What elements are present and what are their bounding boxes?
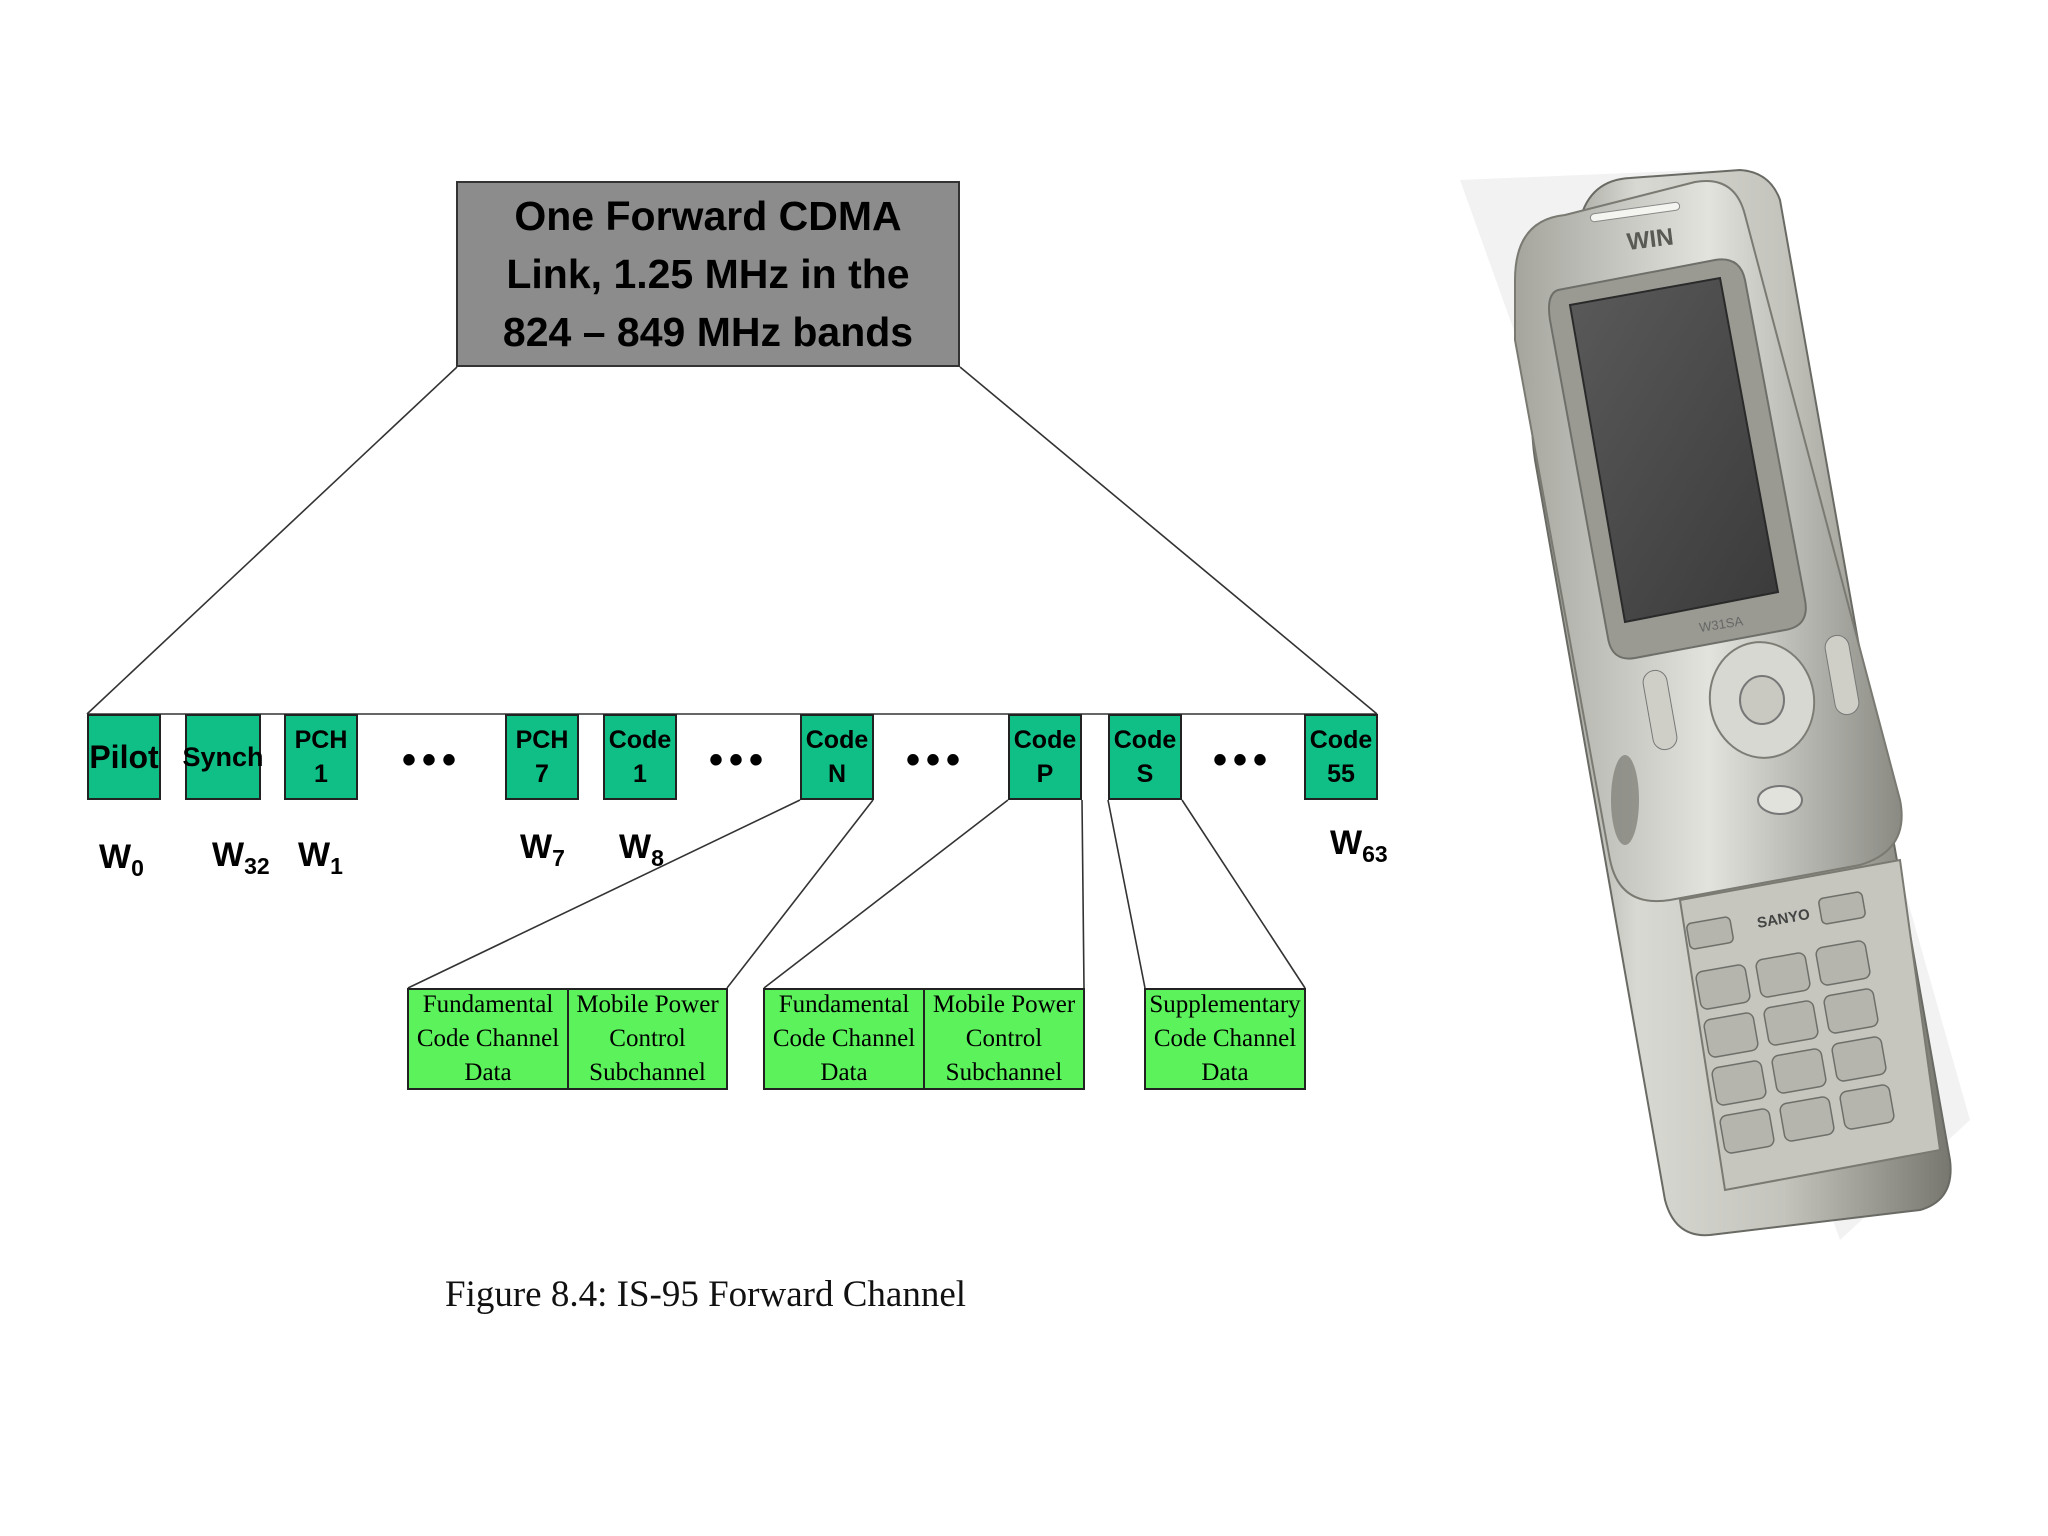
subchannel-line: Fundamental (778, 991, 910, 1018)
soft-key-left (1642, 669, 1678, 751)
channel-code-s: Code S (1108, 714, 1182, 800)
subchannel-line: Code Channel (1153, 1025, 1297, 1052)
channel-pch-1: PCH 1 (284, 714, 358, 800)
channel-code-55: Code 55 (1304, 714, 1378, 800)
walsh-index: 63 (1362, 841, 1388, 867)
walsh-label-w7: W7 (520, 828, 565, 872)
ellipsis-2: ••• (708, 738, 769, 782)
channel-label: PCH (294, 726, 348, 754)
channel-pch-7: PCH 7 (505, 714, 579, 800)
subchannel-fundamental-p: Fundamental Code Channel Data (763, 988, 925, 1090)
forward-link-box: One Forward CDMA Link, 1.25 MHz in the 8… (456, 181, 960, 367)
model-label: W31SA (1698, 613, 1744, 635)
walsh-index: 32 (244, 853, 270, 879)
figure-caption: Figure 8.4: IS-95 Forward Channel (445, 1274, 967, 1315)
subchannel-line: Subchannel (945, 1059, 1063, 1086)
walsh-base: W (99, 838, 132, 876)
ellipsis-3: ••• (905, 738, 966, 782)
subchannel-line: Code Channel (772, 1025, 916, 1052)
mobile-phone-image: WIN W31SA SANYO (1460, 168, 1970, 1240)
channel-index: N (827, 760, 847, 788)
subchannel-line: Mobile Power (932, 991, 1076, 1018)
subchannel-line: Supplementary (1149, 991, 1301, 1018)
channel-label: Code (805, 726, 869, 754)
channel-label: Code (1013, 726, 1077, 754)
subchannel-line: Subchannel (589, 1059, 706, 1086)
walsh-label-w8: W8 (619, 828, 664, 872)
link-codeP-right (1081, 799, 1085, 989)
subchannel-power-control-n: Mobile Power Control Subchannel (567, 988, 728, 1090)
channel-label: Pilot (89, 739, 159, 775)
forward-link-line-2: Link, 1.25 MHz in the (506, 251, 910, 297)
walsh-base: W (1330, 824, 1363, 862)
channel-code-1: Code 1 (603, 714, 677, 800)
subchannel-line: Mobile Power (576, 991, 719, 1018)
walsh-label-w1: W1 (298, 836, 343, 880)
channel-label: Code (608, 726, 672, 754)
soft-key-right (1824, 634, 1860, 716)
earpiece (1589, 201, 1681, 223)
walsh-label-w0: W0 (99, 838, 144, 882)
subchannel-line: Code Channel (416, 1025, 560, 1052)
link-codeN-left (407, 799, 801, 989)
fan-line-left (86, 366, 458, 715)
channel-index: 7 (535, 760, 549, 788)
forward-link-line-3: 824 – 849 MHz bands (502, 309, 914, 355)
subchannel-line: Data (464, 1059, 512, 1086)
link-codeS-right (1181, 799, 1306, 989)
channel-index: 55 (1327, 760, 1355, 788)
subchannel-line: Control (965, 1025, 1043, 1052)
channel-label: Synch (182, 742, 264, 772)
nav-center-button (1739, 675, 1785, 725)
subchannel-power-control-p: Mobile Power Control Subchannel (923, 988, 1085, 1090)
subchannel-fundamental-n: Fundamental Code Channel Data (407, 988, 569, 1090)
walsh-index: 0 (131, 855, 144, 881)
channel-index: 1 (314, 760, 328, 788)
subchannel-line: Control (609, 1025, 686, 1052)
walsh-index: 1 (330, 853, 343, 879)
walsh-base: W (520, 828, 553, 866)
channel-index: P (1036, 760, 1054, 788)
channel-index: 1 (633, 760, 647, 788)
subchannel-line: Data (1201, 1059, 1249, 1086)
ellipsis-4: ••• (1212, 738, 1273, 782)
win-logo: WIN (1625, 223, 1675, 255)
walsh-index: 7 (552, 845, 565, 871)
fan-line-right (959, 366, 1378, 715)
side-speaker (1611, 755, 1639, 845)
channel-label: Code (1309, 726, 1373, 754)
walsh-base: W (619, 828, 652, 866)
channel-label: PCH (515, 726, 569, 754)
forward-link-line-1: One Forward CDMA (514, 193, 902, 239)
link-codeN-right (726, 799, 874, 989)
walsh-base: W (298, 836, 331, 874)
clear-key (1757, 785, 1803, 815)
link-codeP-left (763, 799, 1009, 989)
channel-code-n: Code N (800, 714, 874, 800)
subchannel-line: Data (820, 1059, 868, 1086)
screen (1568, 276, 1780, 624)
subchannel-supplementary-s: Supplementary Code Channel Data (1144, 988, 1306, 1090)
channel-label: Code (1113, 726, 1177, 754)
walsh-label-w63: W63 (1330, 824, 1388, 868)
keypad-keys (1686, 891, 1895, 1154)
channel-code-p: Code P (1008, 714, 1082, 800)
walsh-index: 8 (651, 845, 664, 871)
channel-pilot: Pilot (87, 714, 161, 800)
walsh-base: W (212, 836, 245, 874)
channel-synch: Synch (182, 714, 264, 800)
ellipsis-1: ••• (401, 738, 462, 782)
link-codeS-left (1107, 799, 1146, 989)
channel-index: S (1136, 760, 1154, 788)
subchannel-line: Fundamental (422, 991, 554, 1018)
walsh-label-w32: W32 (212, 836, 270, 880)
